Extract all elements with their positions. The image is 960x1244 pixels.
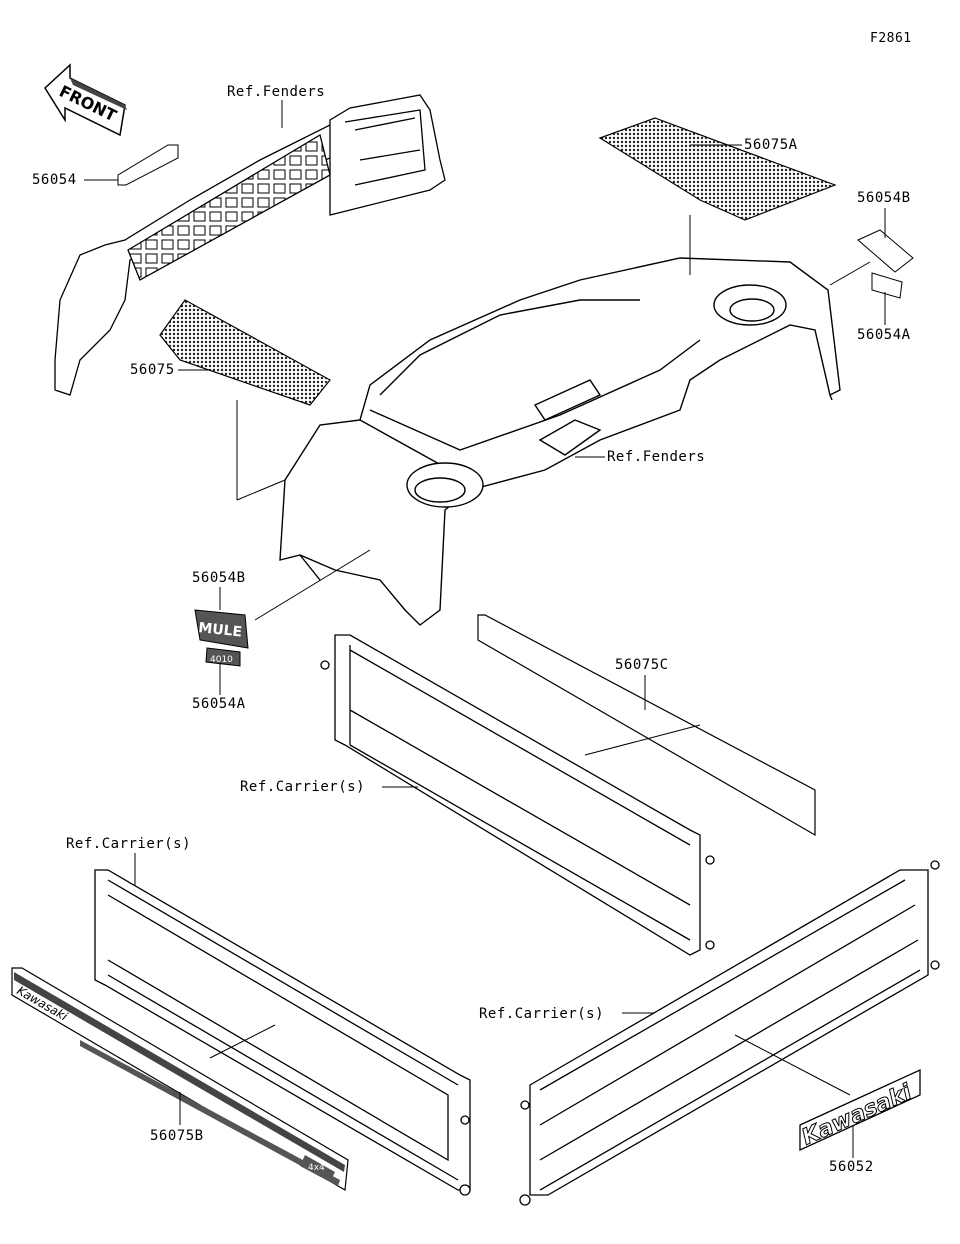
figure-code: F2861 <box>870 31 912 46</box>
carrier-panel-left <box>94 869 471 1196</box>
cargo-bed-body <box>279 257 841 626</box>
label-56054A-left: 56054A <box>192 696 246 712</box>
label-56075B: 56075B <box>150 1128 204 1144</box>
decal-56054B-right <box>857 229 914 273</box>
label-56054: 56054 <box>32 172 77 188</box>
label-56054B-right: 56054B <box>857 190 911 206</box>
mule-logo-text: MULE <box>198 620 243 640</box>
carrier-panel-middle <box>320 634 715 956</box>
pad-56075A <box>598 117 837 221</box>
decal-56054A-right <box>871 272 903 299</box>
label-ref-carrier-right: Ref.Carrier(s) <box>479 1006 605 1022</box>
label-56054A-right: 56054A <box>857 327 911 343</box>
decal-56052: Kawasaki <box>798 1068 921 1152</box>
label-56075C: 56075C <box>615 657 669 673</box>
pad-56075 <box>159 299 331 406</box>
label-ref-fenders-mid: Ref.Fenders <box>607 449 706 465</box>
decal-mule-logo: MULE 4010 <box>194 609 249 667</box>
label-ref-carrier-mid: Ref.Carrier(s) <box>240 779 366 795</box>
gate-badge-text: 4x4 <box>308 1163 325 1173</box>
decal-56075C <box>477 614 816 837</box>
leader-lines <box>84 100 886 1158</box>
carrier-panel-right <box>519 860 940 1206</box>
label-56054B-left: 56054B <box>192 570 246 586</box>
label-ref-fenders-top: Ref.Fenders <box>227 84 326 100</box>
front-fender-assembly <box>54 94 446 396</box>
label-56075: 56075 <box>130 362 175 378</box>
front-arrow-icon: FRONT <box>44 63 127 137</box>
decal-56075B: Kawasaki 4x4 <box>11 967 349 1191</box>
label-56075A: 56075A <box>744 137 798 153</box>
mule-sub-text: 4010 <box>210 655 233 665</box>
label-56052: 56052 <box>829 1159 874 1175</box>
label-ref-carrier-left: Ref.Carrier(s) <box>66 836 192 852</box>
kawasaki-badge-text: Kawasaki <box>798 1080 916 1151</box>
decal-56054 <box>117 144 179 186</box>
